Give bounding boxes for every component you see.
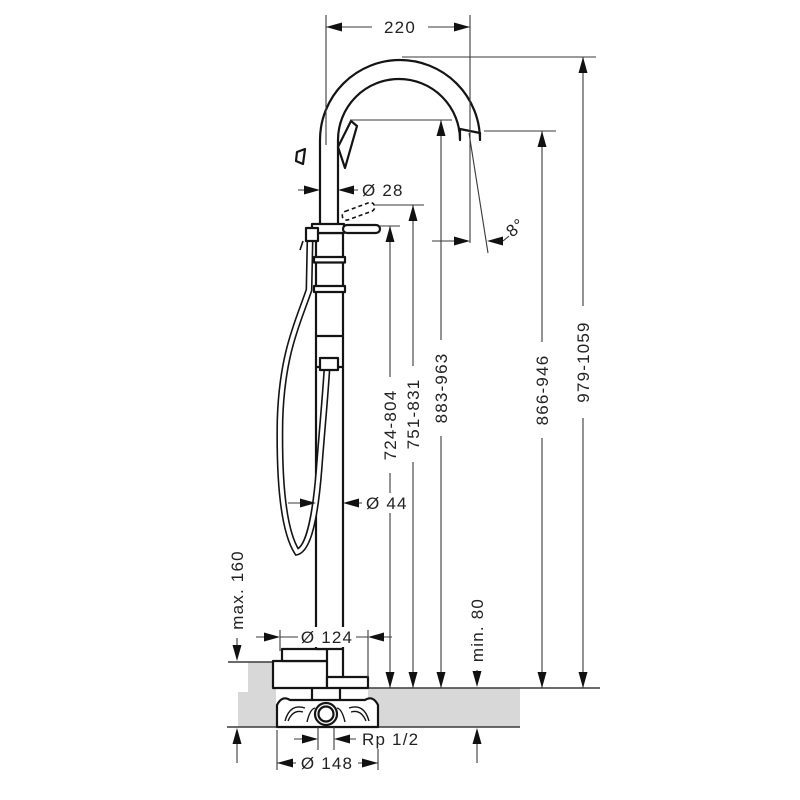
escutcheon-section-step: [325, 675, 370, 690]
holder-hook: [299, 240, 304, 251]
spout-inner-contour: [336, 77, 462, 227]
handle-and-handshower: [294, 119, 382, 251]
label-bg: [296, 753, 358, 773]
dim-max-recess-label: max. 160: [228, 550, 247, 630]
label-bg: [362, 493, 410, 513]
arrow: [232, 645, 242, 661]
basic-set-ornament: [348, 706, 370, 722]
dim-min-floor-label: min. 80: [468, 598, 487, 662]
label-bg: [532, 342, 552, 438]
basic-set-risers: [310, 686, 342, 702]
escutcheon-skirt: [271, 659, 329, 690]
arrow: [578, 57, 588, 73]
arrow: [537, 131, 547, 147]
dim-escutcheon-diameter-label: Ø 124: [301, 628, 353, 647]
thread-dim-lines: [294, 727, 356, 750]
arrow: [454, 236, 470, 246]
arrow: [326, 22, 342, 32]
floor-slab-left: [238, 662, 276, 727]
arrow: [232, 728, 242, 744]
arrow: [436, 120, 446, 136]
label-bg: [358, 729, 432, 749]
arrow: [264, 632, 280, 642]
lever-handle: [341, 223, 382, 235]
arrow: [472, 728, 482, 744]
arrow: [338, 185, 354, 195]
arrow: [408, 205, 418, 221]
dimension-labels: 220 Ø 28 8° 724-804 751-831 883-963 866-…: [228, 18, 593, 773]
label-bg: [431, 340, 451, 436]
base-escutcheon: [271, 647, 370, 690]
basic-set-ornament: [284, 706, 306, 722]
hose-connection-nut: [318, 356, 340, 372]
spray-angle-slant-line: [468, 132, 489, 254]
arrow: [436, 672, 446, 688]
arrow: [454, 22, 470, 32]
label-bg: [372, 17, 428, 37]
arrow: [334, 734, 350, 744]
label-bg: [380, 377, 400, 473]
connection-socket-inner: [317, 705, 335, 723]
lever-raised-dashed: [341, 201, 376, 221]
basic-set-ornament: [350, 710, 367, 722]
handshower-holder-bracket: [304, 226, 320, 243]
arrow: [368, 632, 384, 642]
label-backgrounds: [227, 17, 593, 773]
label-bg: [403, 366, 423, 462]
arrow: [385, 672, 395, 688]
dimension-arrows: [232, 22, 588, 768]
dim-height-lever-raised-label: 751-831: [404, 379, 423, 450]
dim-height-handshower-label: 883-963: [432, 353, 451, 424]
spray-angle-leaders: [432, 235, 510, 242]
hose-core: [277, 239, 329, 555]
dim-connection-thread-label: Rp 1/2: [362, 730, 419, 749]
arrow: [300, 498, 316, 508]
dim-height-lever-label: 724-804: [381, 390, 400, 461]
floor-section-fills: [238, 662, 520, 727]
dim-column-diameter-label: Ø 44: [366, 494, 408, 513]
arrow: [408, 672, 418, 688]
label-bg: [467, 590, 487, 670]
dim-height-total-label: 979-1059: [574, 321, 593, 402]
dim-spout-reach-label: 220: [384, 18, 416, 37]
arrow: [487, 236, 503, 246]
basic-set-ornament: [306, 707, 316, 723]
dim-spray-angle-label: 8°: [502, 214, 529, 241]
basic-set-unit: [275, 686, 380, 729]
dim-pipe-diameter-label: Ø 28: [362, 181, 404, 200]
escutcheon-upper-step: [280, 647, 329, 663]
handshower-wand-tip: [294, 147, 307, 166]
label-bg: [573, 306, 593, 418]
handshower-wand: [336, 119, 359, 170]
reach-extension-lines: [325, 15, 471, 243]
arrow: [302, 734, 318, 744]
basic-set-ornament: [336, 707, 346, 723]
arrow: [343, 498, 359, 508]
dim-base-diameter-label: Ø 148: [301, 754, 353, 773]
label-bg: [298, 627, 356, 647]
arrow: [362, 758, 378, 768]
basic-set-ornament: [287, 710, 304, 722]
body-ring-upper: [312, 255, 347, 264]
label-bg: [227, 542, 247, 638]
arrow: [385, 226, 395, 242]
arrow: [277, 758, 293, 768]
floor-slab-right: [368, 688, 520, 727]
body-ring-lower: [312, 284, 347, 294]
dim-height-outlet-label: 866-946: [533, 355, 552, 426]
arrow: [304, 185, 320, 195]
shower-hose: [276, 237, 340, 557]
arrow: [578, 672, 588, 688]
arrow: [537, 672, 547, 688]
arrow: [472, 671, 482, 687]
